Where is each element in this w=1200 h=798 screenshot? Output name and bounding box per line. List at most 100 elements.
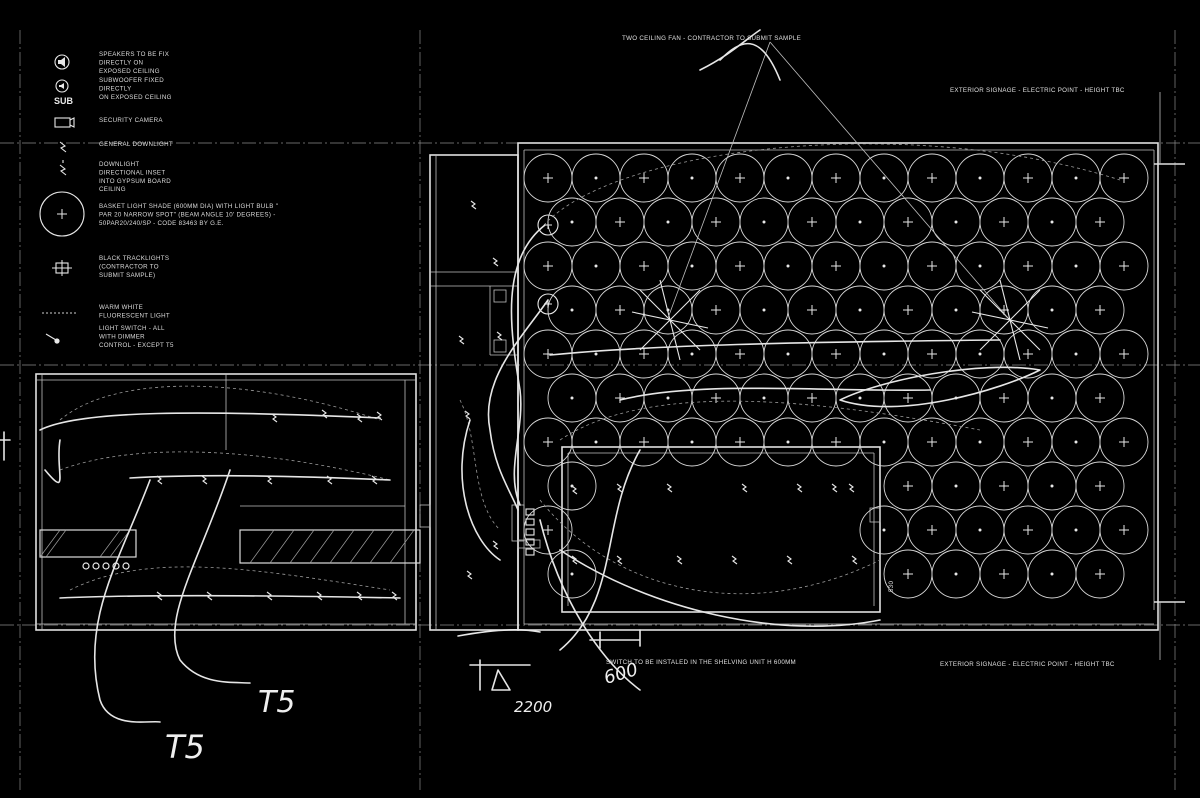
basket-light bbox=[667, 153, 717, 203]
basket-light bbox=[979, 373, 1029, 423]
downlight-fixture bbox=[376, 411, 383, 421]
legend-line: (CONTRACTOR TO bbox=[99, 263, 159, 270]
basket-light bbox=[1075, 197, 1125, 247]
legend-line: DIRECTLY ON bbox=[99, 59, 143, 66]
downlight-fixture bbox=[741, 483, 748, 493]
printed-notes: TWO CEILING FAN - CONTRACTOR TO SUBMIT S… bbox=[606, 35, 1125, 668]
downlight-fixture bbox=[731, 555, 738, 565]
legend-line: 50PAR20/240/SP - CODE 83463 BY G.E. bbox=[99, 220, 224, 227]
basket-light bbox=[811, 241, 861, 291]
basket-light bbox=[763, 241, 813, 291]
exterior-signage-note-top: EXTERIOR SIGNAGE - ELECTRIC POINT - HEIG… bbox=[950, 87, 1125, 94]
legend-line: WARM WHITE bbox=[99, 304, 143, 311]
downlight-fixture bbox=[571, 485, 578, 495]
basket-light bbox=[715, 153, 765, 203]
building-walls bbox=[35, 142, 1185, 631]
basket-light bbox=[571, 153, 621, 203]
downlight-fixture bbox=[848, 483, 855, 493]
downlight-fixture bbox=[666, 483, 673, 493]
basket-light-grid bbox=[523, 153, 1149, 599]
downlight-fixture bbox=[831, 483, 838, 493]
basket-light bbox=[1003, 153, 1053, 203]
basket-light bbox=[1027, 285, 1077, 335]
basket-light bbox=[1027, 461, 1077, 511]
basket-light bbox=[739, 373, 789, 423]
basket-light bbox=[715, 417, 765, 467]
legend-line: BASKET LIGHT SHADE (600MM DIA) WITH LIGH… bbox=[99, 203, 278, 210]
basket-light bbox=[739, 197, 789, 247]
basket-light bbox=[667, 241, 717, 291]
legend-line: PAR 20 NARROW SPOT" (BEAM ANGLE 10' DEGR… bbox=[99, 211, 276, 218]
legend-line: SUBMIT SAMPLE) bbox=[99, 272, 155, 279]
basket-light bbox=[1051, 417, 1101, 467]
tracklight-fixture bbox=[525, 508, 535, 516]
basket-light bbox=[643, 373, 693, 423]
basket-light bbox=[979, 461, 1029, 511]
basket-light bbox=[1051, 505, 1101, 555]
basket-light bbox=[859, 505, 909, 555]
exterior-signage-note-bottom: EXTERIOR SIGNAGE - ELECTRIC POINT - HEIG… bbox=[940, 661, 1115, 668]
basket-light bbox=[955, 329, 1005, 379]
downlight-fixture bbox=[391, 591, 398, 601]
basket-light bbox=[571, 241, 621, 291]
basket-light bbox=[1003, 505, 1053, 555]
legend-line: CEILING bbox=[99, 186, 126, 193]
basket-light bbox=[1099, 417, 1149, 467]
downlight-fixture bbox=[466, 570, 473, 580]
basket-light bbox=[811, 417, 861, 467]
dimension-530: 530 bbox=[888, 581, 895, 592]
tracklight-fixture bbox=[525, 548, 535, 556]
basket-light bbox=[571, 417, 621, 467]
basket-light bbox=[691, 197, 741, 247]
basket-light bbox=[1075, 373, 1125, 423]
basket-light bbox=[1027, 373, 1077, 423]
downlight-fixture bbox=[676, 555, 683, 565]
tracklight-fixture bbox=[525, 528, 535, 536]
dimension-2200: 2200 bbox=[514, 698, 552, 716]
basket-light bbox=[763, 417, 813, 467]
basket-light bbox=[763, 153, 813, 203]
downlight-fixture bbox=[496, 331, 503, 341]
basket-light bbox=[547, 197, 597, 247]
security-camera-icon bbox=[54, 117, 75, 128]
grid-lines bbox=[0, 30, 1200, 790]
legend-line: CONTROL - EXCEPT T5 bbox=[99, 342, 174, 349]
basket-light bbox=[1075, 461, 1125, 511]
legend-line: WITH DIMMER bbox=[99, 333, 145, 340]
basket-light bbox=[1099, 505, 1149, 555]
legend-line: DOWNLIGHT bbox=[99, 161, 140, 168]
downlight-fixture bbox=[492, 540, 499, 550]
basket-light bbox=[1051, 241, 1101, 291]
downlight-fixture bbox=[356, 413, 363, 423]
switch-fixture bbox=[102, 562, 110, 570]
wiring-arcs bbox=[59, 143, 1121, 595]
basket-light bbox=[715, 329, 765, 379]
tracklight-icon bbox=[52, 260, 72, 276]
legend-line: BLACK TRACKLIGHTS bbox=[99, 255, 169, 262]
downlight-fixture bbox=[616, 555, 623, 565]
tracklight-fixture bbox=[525, 518, 535, 526]
legend-line: DIRECTIONAL INSET bbox=[99, 169, 165, 176]
basket-light bbox=[835, 285, 885, 335]
basket-light bbox=[1051, 153, 1101, 203]
basket-light bbox=[859, 241, 909, 291]
subwoofer-symbol-text: SUB bbox=[54, 96, 74, 106]
basket-light bbox=[835, 197, 885, 247]
basket-light bbox=[955, 505, 1005, 555]
legend-line: DIRECTLY bbox=[99, 85, 132, 92]
basket-light bbox=[715, 241, 765, 291]
basket-light bbox=[1003, 417, 1053, 467]
basket-light bbox=[1051, 329, 1101, 379]
basket-light bbox=[595, 285, 645, 335]
basket-light bbox=[1027, 197, 1077, 247]
basket-light bbox=[619, 417, 669, 467]
basket-light bbox=[787, 197, 837, 247]
basket-light bbox=[643, 197, 693, 247]
legend-line: SPEAKERS TO BE FIX bbox=[99, 51, 169, 58]
switch-fixture bbox=[92, 562, 100, 570]
downlight-fixture bbox=[356, 591, 363, 601]
basket-light bbox=[595, 373, 645, 423]
basket-light bbox=[1003, 329, 1053, 379]
basket-light bbox=[547, 373, 597, 423]
